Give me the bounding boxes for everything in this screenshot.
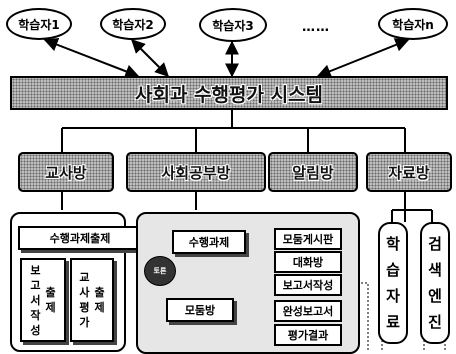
room-notice: 알림방 xyxy=(268,152,358,192)
task-box: 수행과제 xyxy=(172,230,246,254)
eval-result-box: 평가결과 xyxy=(274,324,342,346)
report-write-box: 보고서작성 xyxy=(274,274,342,296)
room-teacher: 교사방 xyxy=(18,152,114,192)
final-report-box: 완성보고서 xyxy=(274,300,342,322)
system-title: 사회과 수행평가 시스템 xyxy=(134,83,324,106)
room-notice-label: 알림방 xyxy=(292,163,334,182)
room-teacher-label: 교사방 xyxy=(45,163,87,182)
learner-3-node: 학습자3 xyxy=(199,8,267,42)
chat-room-box: 대화방 xyxy=(274,251,342,273)
teacher-eval-col2: 출 제 xyxy=(94,286,105,314)
learner-1-node: 학습자1 xyxy=(6,8,72,40)
teacher-eval-col1: 교 사 평 가 xyxy=(79,271,90,329)
learnern-arrow xyxy=(316,38,410,78)
discussion-sticker-icon: 토론 xyxy=(144,256,176,286)
assign-task-box: 수행과제출제 xyxy=(18,226,142,250)
ellipsis-text: …… xyxy=(302,20,330,35)
system-title-banner: 사회과 수행평가 시스템 xyxy=(10,76,448,110)
learner2-arrow xyxy=(131,39,169,77)
room-social-study: 사회공부방 xyxy=(126,152,266,192)
report-assign-col1: 보 고 서 작 성 xyxy=(30,263,41,337)
learner1-arrow xyxy=(43,38,140,78)
room-resources-label: 자료방 xyxy=(388,163,430,182)
learner-n-node: 학습자n xyxy=(378,8,448,40)
report-assign-col2: 출 제 xyxy=(45,286,56,314)
room-resources: 자료방 xyxy=(366,152,452,192)
room-social-study-label: 사회공부방 xyxy=(161,163,231,182)
search-engine-box: 검 색 엔 진 xyxy=(420,222,450,344)
learner-2-node: 학습자2 xyxy=(100,8,166,40)
report-assign-box: 보 고 서 작 성 출 제 xyxy=(20,258,66,342)
learning-materials-box: 학 습 자 료 xyxy=(378,222,408,344)
group-board-box: 모둠게시판 xyxy=(274,228,342,250)
group-room-box: 모둠방 xyxy=(166,298,234,322)
teacher-eval-box: 교 사 평 가 출 제 xyxy=(70,258,114,342)
